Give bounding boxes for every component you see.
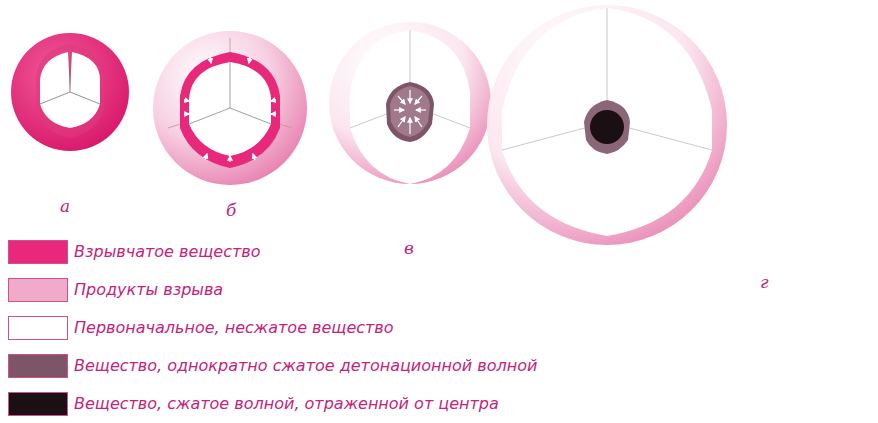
legend-swatch xyxy=(8,392,68,416)
sphere-b xyxy=(153,31,307,185)
sphere-c xyxy=(329,22,491,184)
legend-swatch xyxy=(8,354,68,378)
legend-text: Взрывчатое вещество xyxy=(74,242,261,261)
figure-letter: б xyxy=(226,200,236,220)
legend-swatch xyxy=(8,240,68,264)
figure-letter: в xyxy=(404,238,414,258)
legend-swatch xyxy=(8,316,68,340)
sphere-d xyxy=(487,5,727,245)
legend-text: Вещество, однократно сжатое детонационно… xyxy=(74,356,537,375)
figure-letter: а xyxy=(60,196,70,216)
legend-text: Вещество, сжатое волной, отраженной от ц… xyxy=(74,394,499,413)
legend-text: Продукты взрыва xyxy=(74,280,223,299)
legend-text: Первоначальное, несжатое вещество xyxy=(74,318,394,337)
legend-swatch xyxy=(8,278,68,302)
sphere-a xyxy=(11,33,129,151)
figure-letter: г xyxy=(760,272,769,292)
